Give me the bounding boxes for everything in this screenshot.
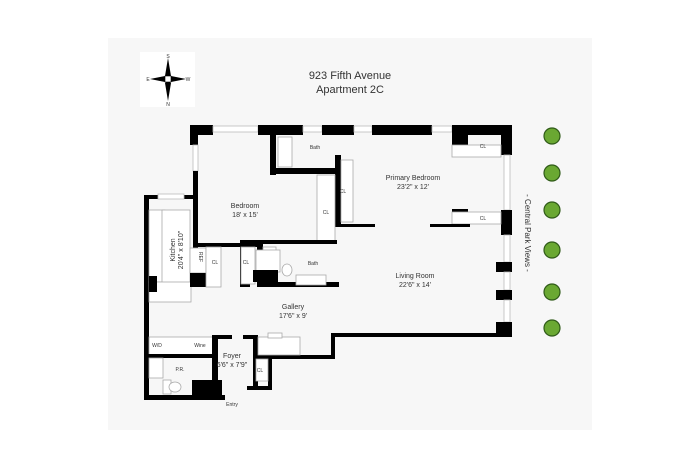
closet-label: CL xyxy=(243,260,250,266)
room-living-room-name: Living Room xyxy=(396,273,435,280)
room-gallery-name: Gallery xyxy=(282,304,305,311)
tree-icon xyxy=(543,241,561,259)
ref-label: REF xyxy=(197,252,203,262)
washer-dryer-label: W/D xyxy=(152,343,162,349)
room-bedroom-name: Bedroom xyxy=(231,203,260,210)
title-apartment: Apartment 2C xyxy=(316,84,384,96)
central-park-views-label: - Central Park Views - xyxy=(523,194,532,272)
compass-e: E xyxy=(146,77,150,83)
tree-icon xyxy=(543,201,561,219)
room-bedroom-size: 18' x 15' xyxy=(232,212,258,219)
closet-label: CL xyxy=(340,189,347,195)
closet-label: CL xyxy=(323,210,330,216)
title-address: 923 Fifth Avenue xyxy=(309,70,391,82)
compass-icon: S N E W xyxy=(140,52,195,108)
bath-label: Bath xyxy=(308,261,319,267)
room-gallery-size: 17'6" x 9' xyxy=(279,313,307,320)
tree-icons xyxy=(543,127,561,337)
closet-label: CL xyxy=(480,216,487,222)
room-primary-bedroom-name: Primary Bedroom xyxy=(386,175,441,182)
wine-label: Wine xyxy=(194,343,206,349)
walls xyxy=(144,125,512,400)
powder-room-label: P.R. xyxy=(175,367,184,373)
compass-w: W xyxy=(186,77,191,83)
bath-label: Bath xyxy=(310,145,321,151)
room-primary-bedroom-size: 23'2" x 12' xyxy=(397,184,429,191)
tree-icon xyxy=(543,283,561,301)
tree-icon xyxy=(543,127,561,145)
room-kitchen-size: 20'4" x 8'10" xyxy=(178,230,185,269)
closet-label: CL xyxy=(212,260,219,266)
closet-label: CL xyxy=(480,144,487,150)
tree-icon xyxy=(543,164,561,182)
room-foyer-size: 6'6" x 7'9" xyxy=(217,362,248,369)
compass-n: N xyxy=(166,102,170,108)
room-kitchen-name: Kitchen xyxy=(170,238,177,261)
room-foyer-name: Foyer xyxy=(223,353,242,360)
closet-label: CL xyxy=(257,368,264,374)
entry-label: Entry xyxy=(226,402,238,408)
room-living-room-size: 22'6" x 14' xyxy=(399,282,431,289)
compass-s: S xyxy=(166,54,170,60)
tree-icon xyxy=(543,319,561,337)
